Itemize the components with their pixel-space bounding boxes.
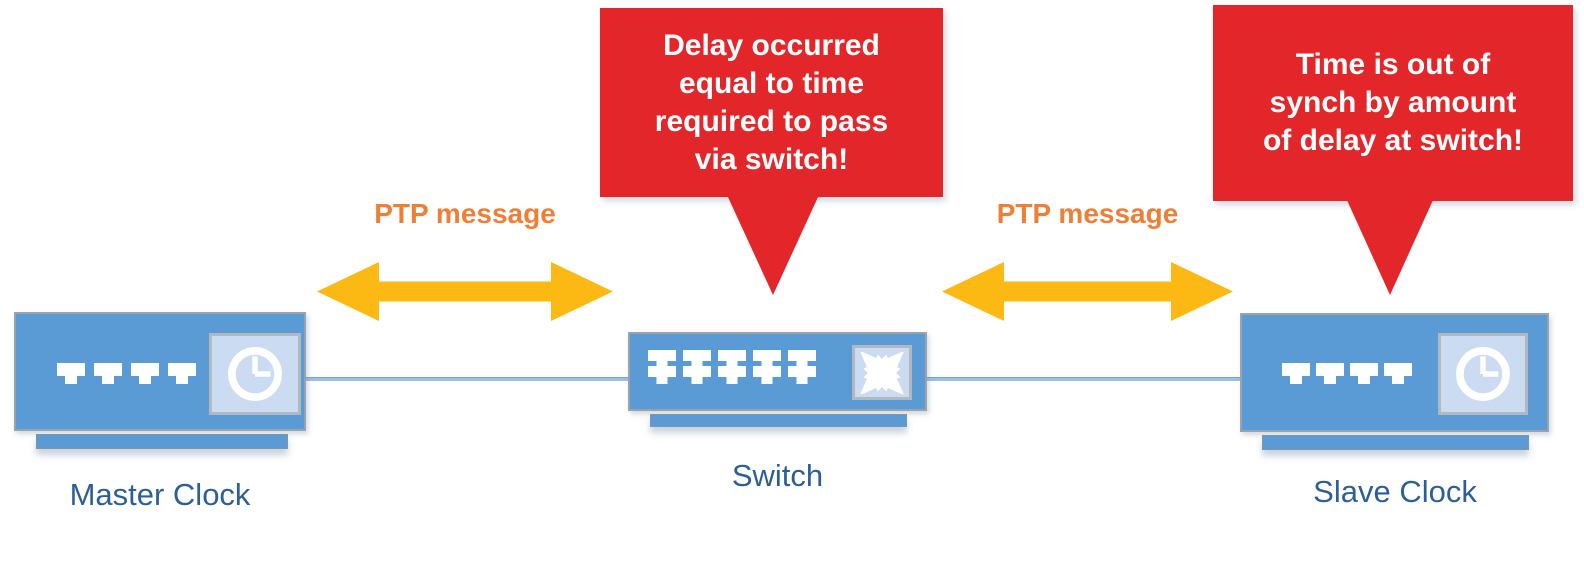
- switch-device: [628, 332, 927, 411]
- device-base: [650, 414, 907, 427]
- ethernet-port-icon: [648, 350, 676, 361]
- ethernet-port-icon: [648, 366, 676, 377]
- slave-clock-device: [1240, 313, 1549, 432]
- callout-line: of delay at switch!: [1262, 124, 1524, 157]
- switch-label: Switch: [731, 458, 824, 493]
- callout-tail: [727, 195, 819, 295]
- port-row: [1282, 363, 1412, 376]
- switch-icon-panel: [852, 345, 912, 400]
- ethernet-port-icon: [1350, 363, 1378, 376]
- ethernet-port-icon: [753, 366, 781, 377]
- master-clock-device: [14, 312, 306, 431]
- callout-line: synch by amount: [1269, 86, 1517, 119]
- device-base: [1262, 435, 1529, 450]
- callout-line: via switch!: [694, 142, 849, 176]
- switch-crossover-icon: [859, 351, 905, 394]
- ethernet-port-icon: [131, 363, 159, 376]
- callout-line: Delay occurred: [663, 28, 880, 62]
- ptp-message-label-right: PTP message: [996, 198, 1179, 229]
- ptp-message-label-left: PTP message: [374, 198, 556, 229]
- ethernet-port-icon: [683, 366, 711, 377]
- double-arrow-icon: [317, 262, 613, 321]
- callout-tail: [1346, 198, 1434, 295]
- ethernet-port-icon: [94, 363, 122, 376]
- clock-icon-panel: [209, 333, 301, 415]
- clock-icon: [228, 347, 282, 401]
- device-base: [36, 434, 288, 449]
- ethernet-port-icon: [788, 350, 816, 361]
- ethernet-port-icon: [1316, 363, 1344, 376]
- ethernet-port-icon: [788, 366, 816, 377]
- callout-line: equal to time: [678, 66, 865, 100]
- ethernet-port-icon: [1282, 363, 1310, 376]
- double-arrow-icon: [942, 262, 1233, 321]
- ethernet-port-icon: [168, 363, 196, 376]
- clock-icon-panel: [1438, 333, 1528, 415]
- clock-icon: [1456, 347, 1510, 401]
- callout-line: Time is out of: [1295, 48, 1491, 81]
- callout-slave-out-of-sync: Time is out of synch by amount of delay …: [1213, 5, 1573, 201]
- ethernet-port-icon: [683, 350, 711, 361]
- ethernet-port-icon: [718, 366, 746, 377]
- network-cable: [306, 377, 628, 381]
- port-row: [57, 363, 196, 376]
- callout-switch-delay: Delay occurred equal to time required to…: [600, 8, 943, 197]
- network-cable: [927, 377, 1240, 381]
- slave-clock-label: Slave Clock: [1313, 474, 1477, 509]
- ethernet-port-icon: [1384, 363, 1412, 376]
- ethernet-port-icon: [718, 350, 746, 361]
- ethernet-port-icon: [753, 350, 781, 361]
- ethernet-port-icon: [57, 363, 85, 376]
- callout-line: required to pass: [654, 104, 889, 138]
- master-clock-label: Master Clock: [69, 477, 251, 512]
- port-rows: [648, 350, 816, 382]
